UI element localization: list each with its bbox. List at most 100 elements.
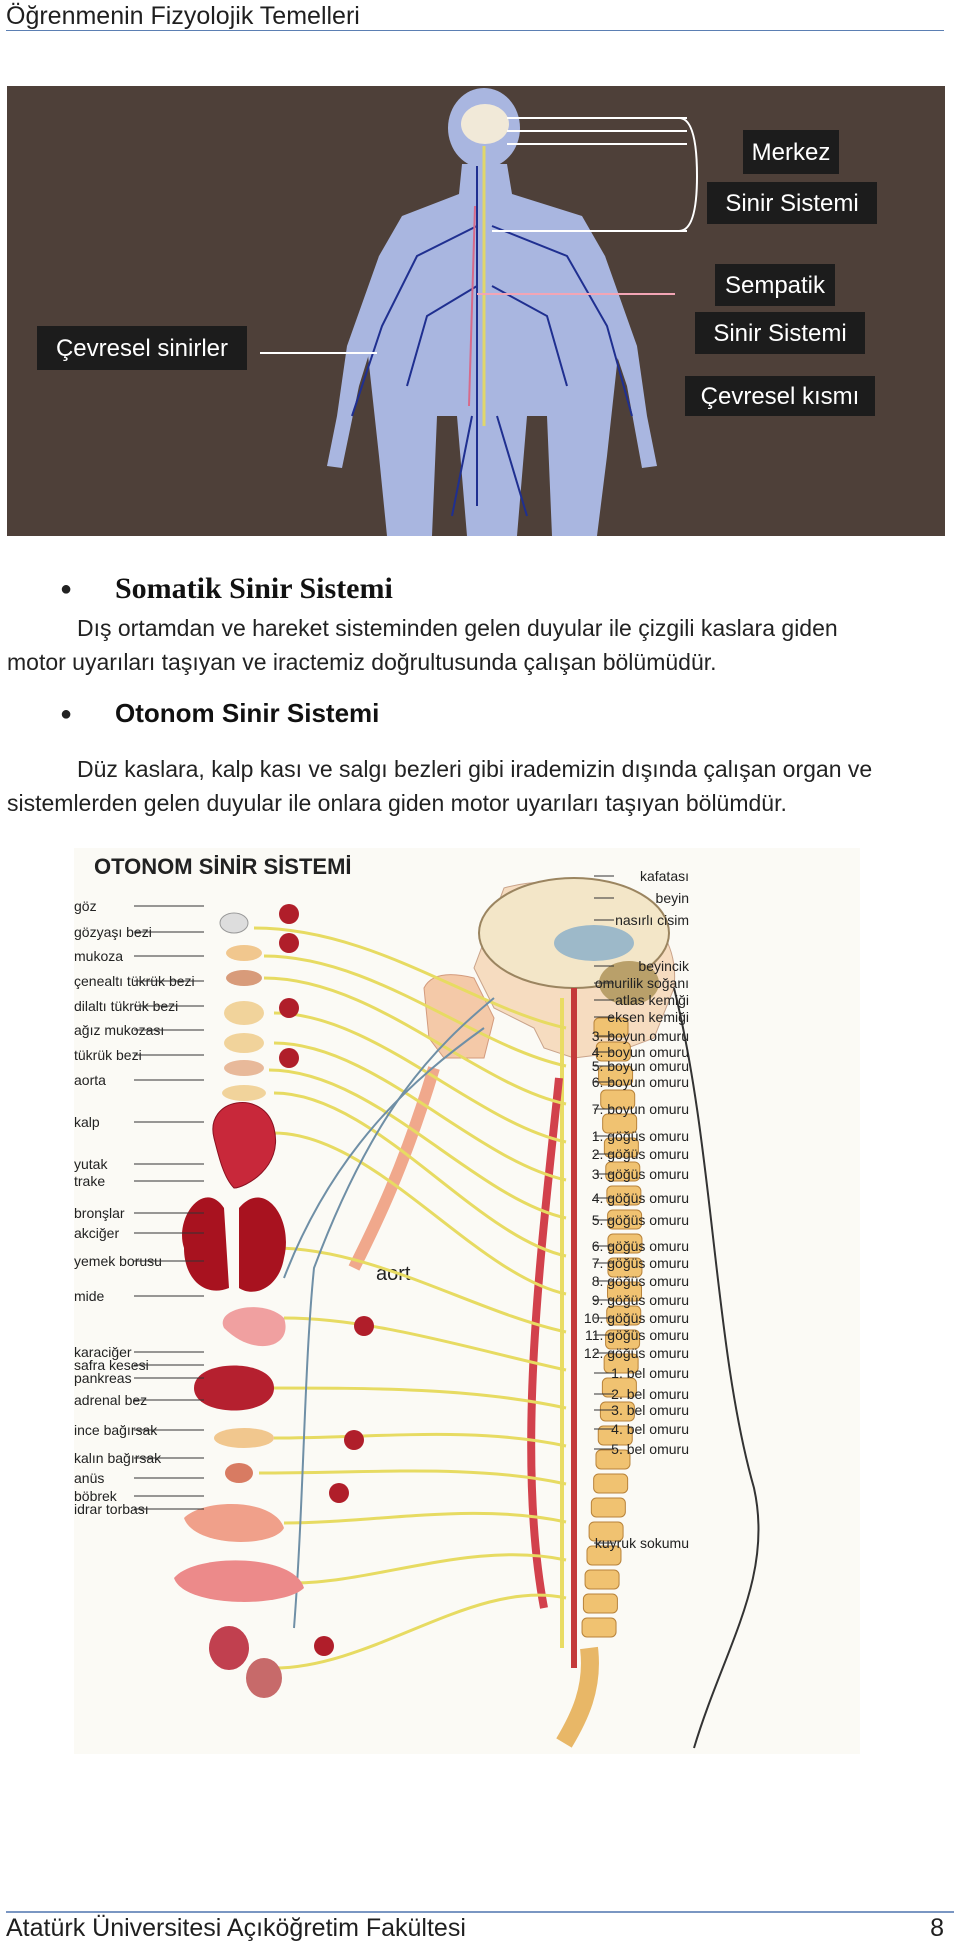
left-label: trake xyxy=(74,1173,105,1189)
right-label: 1. bel omuru xyxy=(611,1365,689,1381)
nerve-fiber xyxy=(258,1469,567,1486)
footer-institution: Atatürk Üniversitesi Açıköğretim Fakülte… xyxy=(6,1914,466,1942)
nerve-fiber xyxy=(273,1131,567,1296)
vertebra xyxy=(603,1137,639,1158)
label-central-2: Sinir Sistemi xyxy=(725,190,858,217)
sympathetic-chain xyxy=(468,205,476,407)
vertebra xyxy=(606,1305,642,1326)
left-label: kalp xyxy=(74,1114,100,1130)
left-label: mide xyxy=(74,1288,105,1304)
right-label: atlas kemiği xyxy=(615,992,689,1008)
right-label: 5. boyun omuru xyxy=(592,1058,689,1074)
vertebra xyxy=(607,1281,643,1302)
right-label: beyin xyxy=(656,890,689,906)
vertebra xyxy=(584,1569,620,1590)
bladder xyxy=(246,1658,282,1698)
left-label: karaciğer xyxy=(74,1344,132,1360)
label-central-1: Merkez xyxy=(752,139,831,166)
lung-left xyxy=(182,1197,229,1291)
bullet-somatik: ● xyxy=(60,578,73,600)
right-label: 4. göğüs omuru xyxy=(592,1190,689,1206)
autonomic-system-illustration: OTONOM SİNİR SİSTEMİ aort xyxy=(74,854,760,1749)
nerve-fiber xyxy=(253,926,567,1030)
kidney xyxy=(209,1626,249,1670)
heart xyxy=(212,1102,277,1189)
left-label: adrenal bez xyxy=(74,1392,147,1408)
autonomic-system-figure: OTONOM SİNİR SİSTEMİ aort xyxy=(74,848,860,1754)
vertebra xyxy=(600,1089,636,1110)
vagus-main xyxy=(293,997,495,1629)
left-label: aorta xyxy=(74,1072,106,1088)
right-label: 2. bel omuru xyxy=(611,1386,689,1402)
vertebra xyxy=(602,1113,638,1134)
back-outline xyxy=(673,987,760,1749)
right-label: 8. göğüs omuru xyxy=(592,1273,689,1289)
nerve-fiber xyxy=(293,1553,567,1585)
right-label: 1. göğüs omuru xyxy=(592,1128,689,1144)
right-label: kuyruk sokumu xyxy=(595,1535,689,1551)
ganglion xyxy=(354,1316,374,1336)
vertebra xyxy=(581,1617,617,1638)
label-peripheral: Çevresel sinirler xyxy=(56,335,228,362)
somatik-line-2: motor uyarıları taşıyan ve iractemiz doğ… xyxy=(7,649,717,675)
vertebra xyxy=(590,1497,626,1518)
pointer-lines xyxy=(260,117,699,354)
left-label: gözyaşı bezi xyxy=(74,924,152,940)
footer-rule xyxy=(6,1911,954,1913)
label-sympathetic-2: Sinir Sistemi xyxy=(713,320,846,347)
heading-otonom: Otonom Sinir Sistemi xyxy=(115,698,380,728)
nerve-fiber xyxy=(263,976,567,1106)
right-label: 11. göğüs omuru xyxy=(585,1327,689,1343)
pancreas xyxy=(214,1428,274,1448)
right-label: 5. bel omuru xyxy=(611,1441,689,1457)
vertebra xyxy=(605,1329,641,1350)
adrenal xyxy=(225,1463,253,1483)
right-label: omurilik soğanı xyxy=(595,975,689,991)
right-label: 3. boyun omuru xyxy=(592,1028,689,1044)
right-label: nasırlı cisim xyxy=(615,912,689,928)
left-label: safra kesesi xyxy=(74,1357,149,1373)
ganglion xyxy=(279,998,299,1018)
organs xyxy=(174,912,304,1698)
bullet-otonom: ● xyxy=(60,703,73,725)
liver xyxy=(194,1365,274,1411)
nerve-fiber xyxy=(263,954,567,1068)
left-label: yutak xyxy=(74,1156,108,1172)
stomach xyxy=(222,1307,286,1347)
page-number: 8 xyxy=(930,1914,944,1942)
left-label: göz xyxy=(74,898,97,914)
right-label: 3. göğüs omuru xyxy=(592,1166,689,1182)
left-label: bronşlar xyxy=(74,1205,125,1221)
lung-right xyxy=(239,1197,286,1292)
figure2-title: OTONOM SİNİR SİSTEMİ xyxy=(94,854,352,879)
left-label: ince bağırsak xyxy=(74,1422,158,1438)
label-sympathetic-1: Sempatik xyxy=(725,272,826,299)
nervous-system-illustration: Merkez Sinir Sistemi Sempatik Sinir Sist… xyxy=(37,88,877,536)
ganglion xyxy=(279,1048,299,1068)
left-label: yemek borusu xyxy=(74,1253,162,1269)
vertebra xyxy=(586,1545,622,1566)
ganglion xyxy=(329,1483,349,1503)
vertebra xyxy=(595,1449,631,1470)
nerve-fiber xyxy=(273,1432,567,1448)
right-label: 10. göğüs omuru xyxy=(584,1310,689,1326)
nerve-fiber xyxy=(263,1386,567,1410)
peripheral-nerves xyxy=(351,166,633,517)
right-label: 2. göğüs omuru xyxy=(592,1146,689,1162)
vertebra xyxy=(588,1521,624,1542)
sacrum xyxy=(556,1646,599,1748)
vertebra xyxy=(593,1473,629,1494)
small-intestine xyxy=(184,1504,284,1542)
large-intestine xyxy=(174,1560,304,1602)
ganglia xyxy=(279,904,374,1656)
body-silhouette xyxy=(327,88,657,536)
running-header: Öğrenmenin Fizyolojik Temelleri xyxy=(6,2,360,30)
right-label: 4. bel omuru xyxy=(611,1421,689,1437)
ganglion xyxy=(279,933,299,953)
ganglion xyxy=(314,1636,334,1656)
vagus-branch xyxy=(283,1027,485,1279)
right-label: 6. göğüs omuru xyxy=(592,1238,689,1254)
left-label: kalın bağırsak xyxy=(74,1450,162,1466)
nerve-fiber xyxy=(273,1091,567,1258)
